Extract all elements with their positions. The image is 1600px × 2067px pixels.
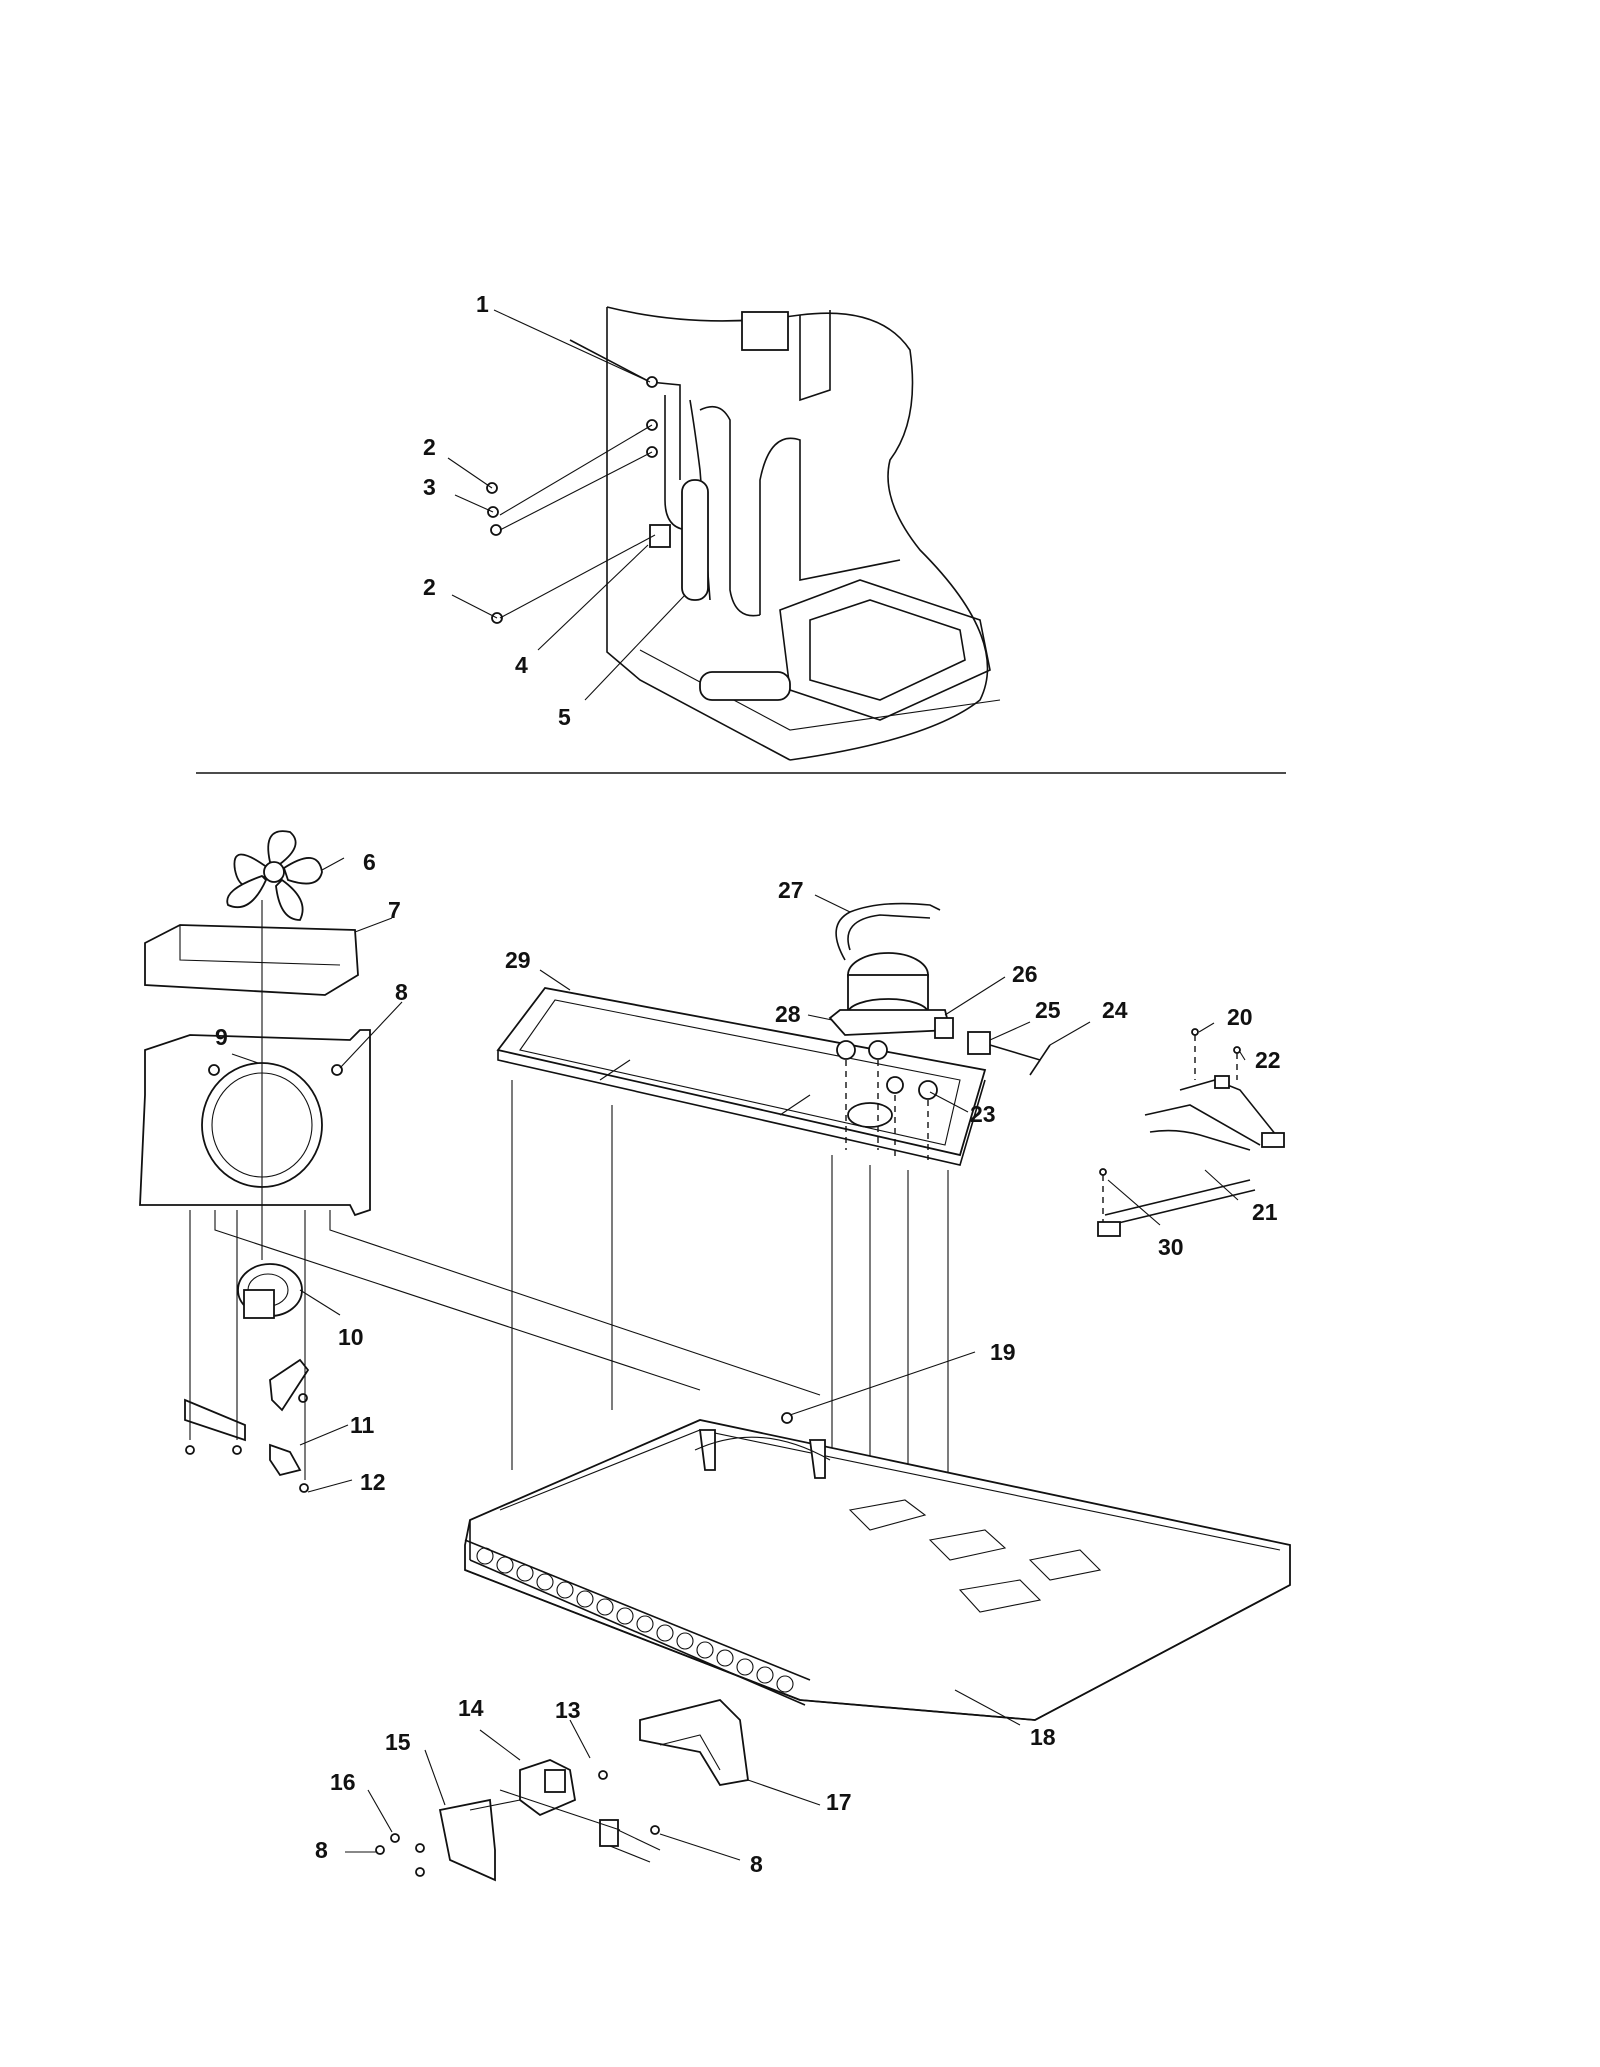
callout-19: 19 — [990, 1339, 1016, 1365]
callout-5: 5 — [558, 704, 571, 730]
callout-3: 3 — [423, 474, 436, 500]
callout-8: 8 — [395, 979, 408, 1005]
callout-24: 24 — [1102, 997, 1128, 1023]
callout-13: 13 — [555, 1697, 581, 1723]
callout-12: 12 — [360, 1469, 386, 1495]
rear-assembly-view — [486, 306, 1001, 761]
callout-18: 18 — [1030, 1724, 1056, 1750]
callout-30: 30 — [1158, 1234, 1184, 1260]
callout-7: 7 — [388, 897, 401, 923]
callout-21: 21 — [1252, 1199, 1278, 1225]
callouts-top: 1 2 3 2 4 5 — [423, 291, 686, 730]
callout-8b: 8 — [315, 1837, 328, 1863]
callout-15: 15 — [385, 1729, 411, 1755]
timer-assembly: 13 14 15 16 8 8 17 — [315, 1695, 852, 1882]
fan-assembly — [139, 830, 821, 1493]
callout-29: 29 — [505, 947, 531, 973]
compressor-assembly — [828, 902, 1051, 1160]
fan-blade — [226, 830, 323, 921]
callout-4: 4 — [515, 652, 528, 678]
callout-17: 17 — [826, 1789, 852, 1815]
callout-25: 25 — [1035, 997, 1061, 1023]
callout-1: 1 — [476, 291, 489, 317]
callout-23: 23 — [970, 1101, 996, 1127]
callouts-compressor: 27 26 25 24 28 23 29 — [505, 877, 1128, 1127]
callout-2: 2 — [423, 434, 436, 460]
callout-9: 9 — [215, 1024, 228, 1050]
callout-27: 27 — [778, 877, 804, 903]
callout-10: 10 — [338, 1324, 364, 1350]
callout-6: 6 — [363, 849, 376, 875]
callout-20: 20 — [1227, 1004, 1253, 1030]
callout-14: 14 — [458, 1695, 484, 1721]
callout-26: 26 — [1012, 961, 1038, 987]
wiring-harness: 20 22 21 30 — [1097, 1004, 1285, 1260]
callout-11: 11 — [350, 1412, 375, 1438]
callout-28: 28 — [775, 1001, 801, 1027]
condenser-coils — [476, 1547, 794, 1693]
callout-22: 22 — [1255, 1047, 1281, 1073]
callouts-fan: 6 7 8 9 10 11 12 — [215, 849, 408, 1495]
base-pan-assembly: 18 19 — [464, 1339, 1291, 1750]
callout-16: 16 — [330, 1769, 356, 1795]
callout-2b: 2 — [423, 574, 436, 600]
callout-8c: 8 — [750, 1851, 763, 1877]
